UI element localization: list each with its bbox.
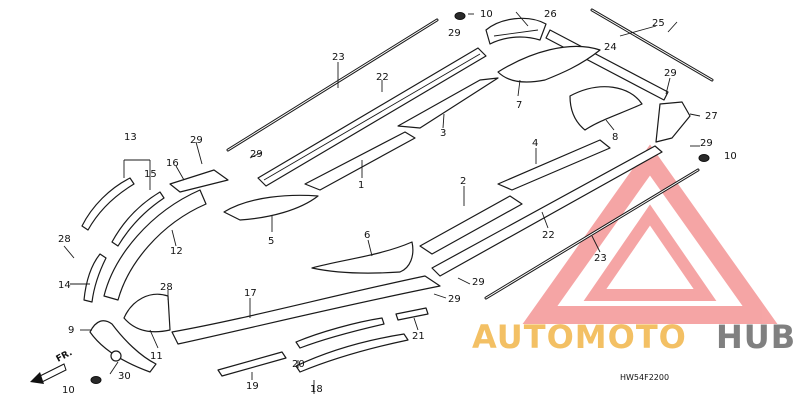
protector-19[interactable] [217, 351, 287, 377]
watermark-logo [522, 144, 778, 324]
front-direction-label: FR. [55, 348, 74, 365]
panel-2[interactable] [419, 195, 523, 255]
roof-molding-25[interactable] [590, 8, 714, 82]
side-sill-garnish-17[interactable] [171, 275, 441, 345]
callout-22-lower: 22 [542, 230, 555, 241]
callout-30: 30 [118, 371, 131, 382]
callout-12: 12 [170, 246, 183, 257]
side-sill-molding-22-lower[interactable] [431, 145, 663, 277]
grommet-10-right[interactable] [698, 154, 710, 162]
roof-molding-22-upper[interactable] [257, 47, 487, 187]
callout-22-upper: 22 [376, 72, 389, 83]
callout-9: 9 [68, 325, 74, 336]
protector-21[interactable] [395, 307, 429, 321]
clip-30[interactable] [110, 350, 122, 362]
callout-29-sill: 29 [448, 294, 461, 305]
arch-molding-13[interactable] [81, 177, 135, 231]
callout-29-mid: 29 [250, 149, 263, 160]
panel-3[interactable] [397, 77, 499, 129]
callout-29-right: 29 [664, 68, 677, 79]
callout-2: 2 [460, 176, 466, 187]
callout-4: 4 [532, 138, 538, 149]
arch-molding-14[interactable] [83, 253, 107, 303]
callout-8: 8 [612, 132, 618, 143]
callout-28-left: 28 [58, 234, 71, 245]
grommet-10-top[interactable] [454, 12, 466, 20]
watermark-word-a: AUTOMOTO [472, 318, 687, 356]
arch-molding-15[interactable] [111, 191, 165, 247]
callout-18: 18 [310, 384, 323, 395]
callout-5: 5 [268, 236, 274, 247]
callout-25: 25 [652, 18, 665, 29]
roof-molding-23-upper[interactable] [226, 18, 439, 152]
callout-28-mid: 28 [160, 282, 173, 293]
side-sill-molding-23-lower[interactable] [484, 168, 700, 300]
diagram-code: HW54F2200 [620, 373, 669, 382]
panel-1[interactable] [304, 131, 416, 191]
callout-7: 7 [516, 100, 522, 111]
callout-16: 16 [166, 158, 179, 169]
callout-14: 14 [58, 280, 71, 291]
callout-17: 17 [244, 288, 257, 299]
callout-10-right: 10 [724, 151, 737, 162]
protector-20[interactable] [295, 317, 385, 349]
callout-27: 27 [705, 111, 718, 122]
fender-flare-11[interactable] [123, 293, 171, 333]
watermark-text: AUTOMOTO HUB [472, 318, 796, 356]
panel-5[interactable] [223, 194, 319, 221]
callout-10-top: 10 [480, 9, 493, 20]
callout-29-front: 29 [190, 135, 203, 146]
panel-7[interactable] [497, 45, 601, 83]
callout-26: 26 [544, 9, 557, 20]
callout-1: 1 [358, 180, 364, 191]
clip-26[interactable] [485, 17, 547, 45]
callout-29-rear: 29 [700, 138, 713, 149]
garnish-27[interactable] [655, 101, 691, 143]
callout-labels: 10 26 29 25 24 23 22 29 7 27 3 8 29 10 4… [58, 9, 737, 396]
arch-molding-12[interactable] [103, 189, 207, 301]
callout-29-top: 29 [448, 28, 461, 39]
panel-6[interactable] [311, 241, 414, 274]
callout-23-upper: 23 [332, 52, 345, 63]
callout-10-bottom: 10 [62, 385, 75, 396]
callout-19: 19 [246, 381, 259, 392]
callout-29-lower: 29 [472, 277, 485, 288]
callout-21: 21 [412, 331, 425, 342]
callout-6: 6 [364, 230, 370, 241]
callout-15: 15 [144, 169, 157, 180]
panel-4[interactable] [497, 139, 611, 191]
callout-23-lower: 23 [594, 253, 607, 264]
callout-3: 3 [440, 128, 446, 139]
grommet-10-bottom[interactable] [90, 376, 102, 384]
callout-13: 13 [124, 132, 137, 143]
arch-molding-16[interactable] [169, 169, 229, 193]
panel-8[interactable] [569, 86, 643, 131]
callout-20: 20 [292, 359, 305, 370]
leader-lines [63, 11, 701, 394]
callout-11: 11 [150, 351, 163, 362]
callout-24: 24 [604, 42, 617, 53]
watermark-word-b: HUB [716, 318, 796, 356]
protector-18[interactable] [295, 333, 409, 373]
front-direction-arrow: FR. [30, 348, 74, 384]
